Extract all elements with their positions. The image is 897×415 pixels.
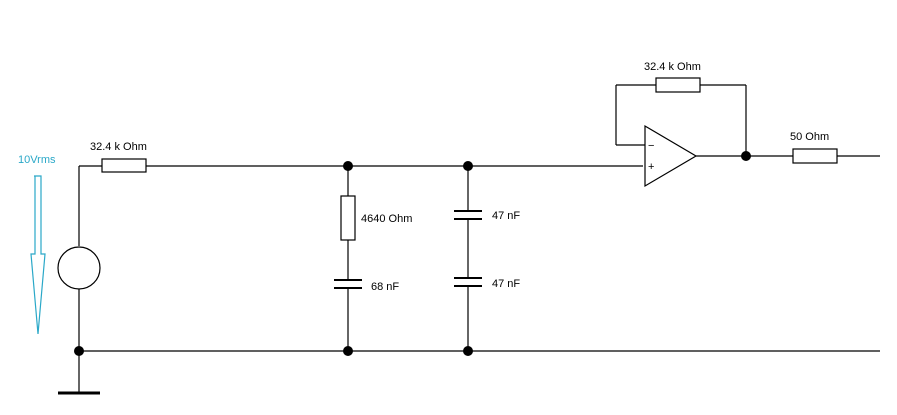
junction-node xyxy=(463,161,473,171)
source-label: 10Vrms xyxy=(18,154,56,166)
opamp-icon[interactable] xyxy=(644,124,698,188)
source-arrow-icon xyxy=(30,175,46,335)
resistor-output[interactable] xyxy=(792,148,838,164)
resistor-input-label: 32.4 k Ohm xyxy=(90,141,147,153)
junction-node xyxy=(343,346,353,356)
capacitor-bottom-label: 47 nF xyxy=(492,278,520,290)
resistor-shunt[interactable] xyxy=(340,195,356,241)
junction-node xyxy=(741,151,751,161)
resistor-feedback-label: 32.4 k Ohm xyxy=(644,61,701,73)
opamp-inverting-sign: − xyxy=(648,140,654,152)
junction-node xyxy=(343,161,353,171)
resistor-shunt-label: 4640 Ohm xyxy=(361,213,412,225)
capacitor-top-label: 47 nF xyxy=(492,210,520,222)
resistor-feedback[interactable] xyxy=(655,77,701,93)
junction-node xyxy=(74,346,84,356)
resistor-input[interactable] xyxy=(101,158,147,173)
ac-voltage-source-icon[interactable] xyxy=(57,246,101,290)
resistor-output-label: 50 Ohm xyxy=(790,131,829,143)
junction-node xyxy=(463,346,473,356)
opamp-noninverting-sign: + xyxy=(648,161,654,173)
capacitor-shunt-label: 68 nF xyxy=(371,281,399,293)
